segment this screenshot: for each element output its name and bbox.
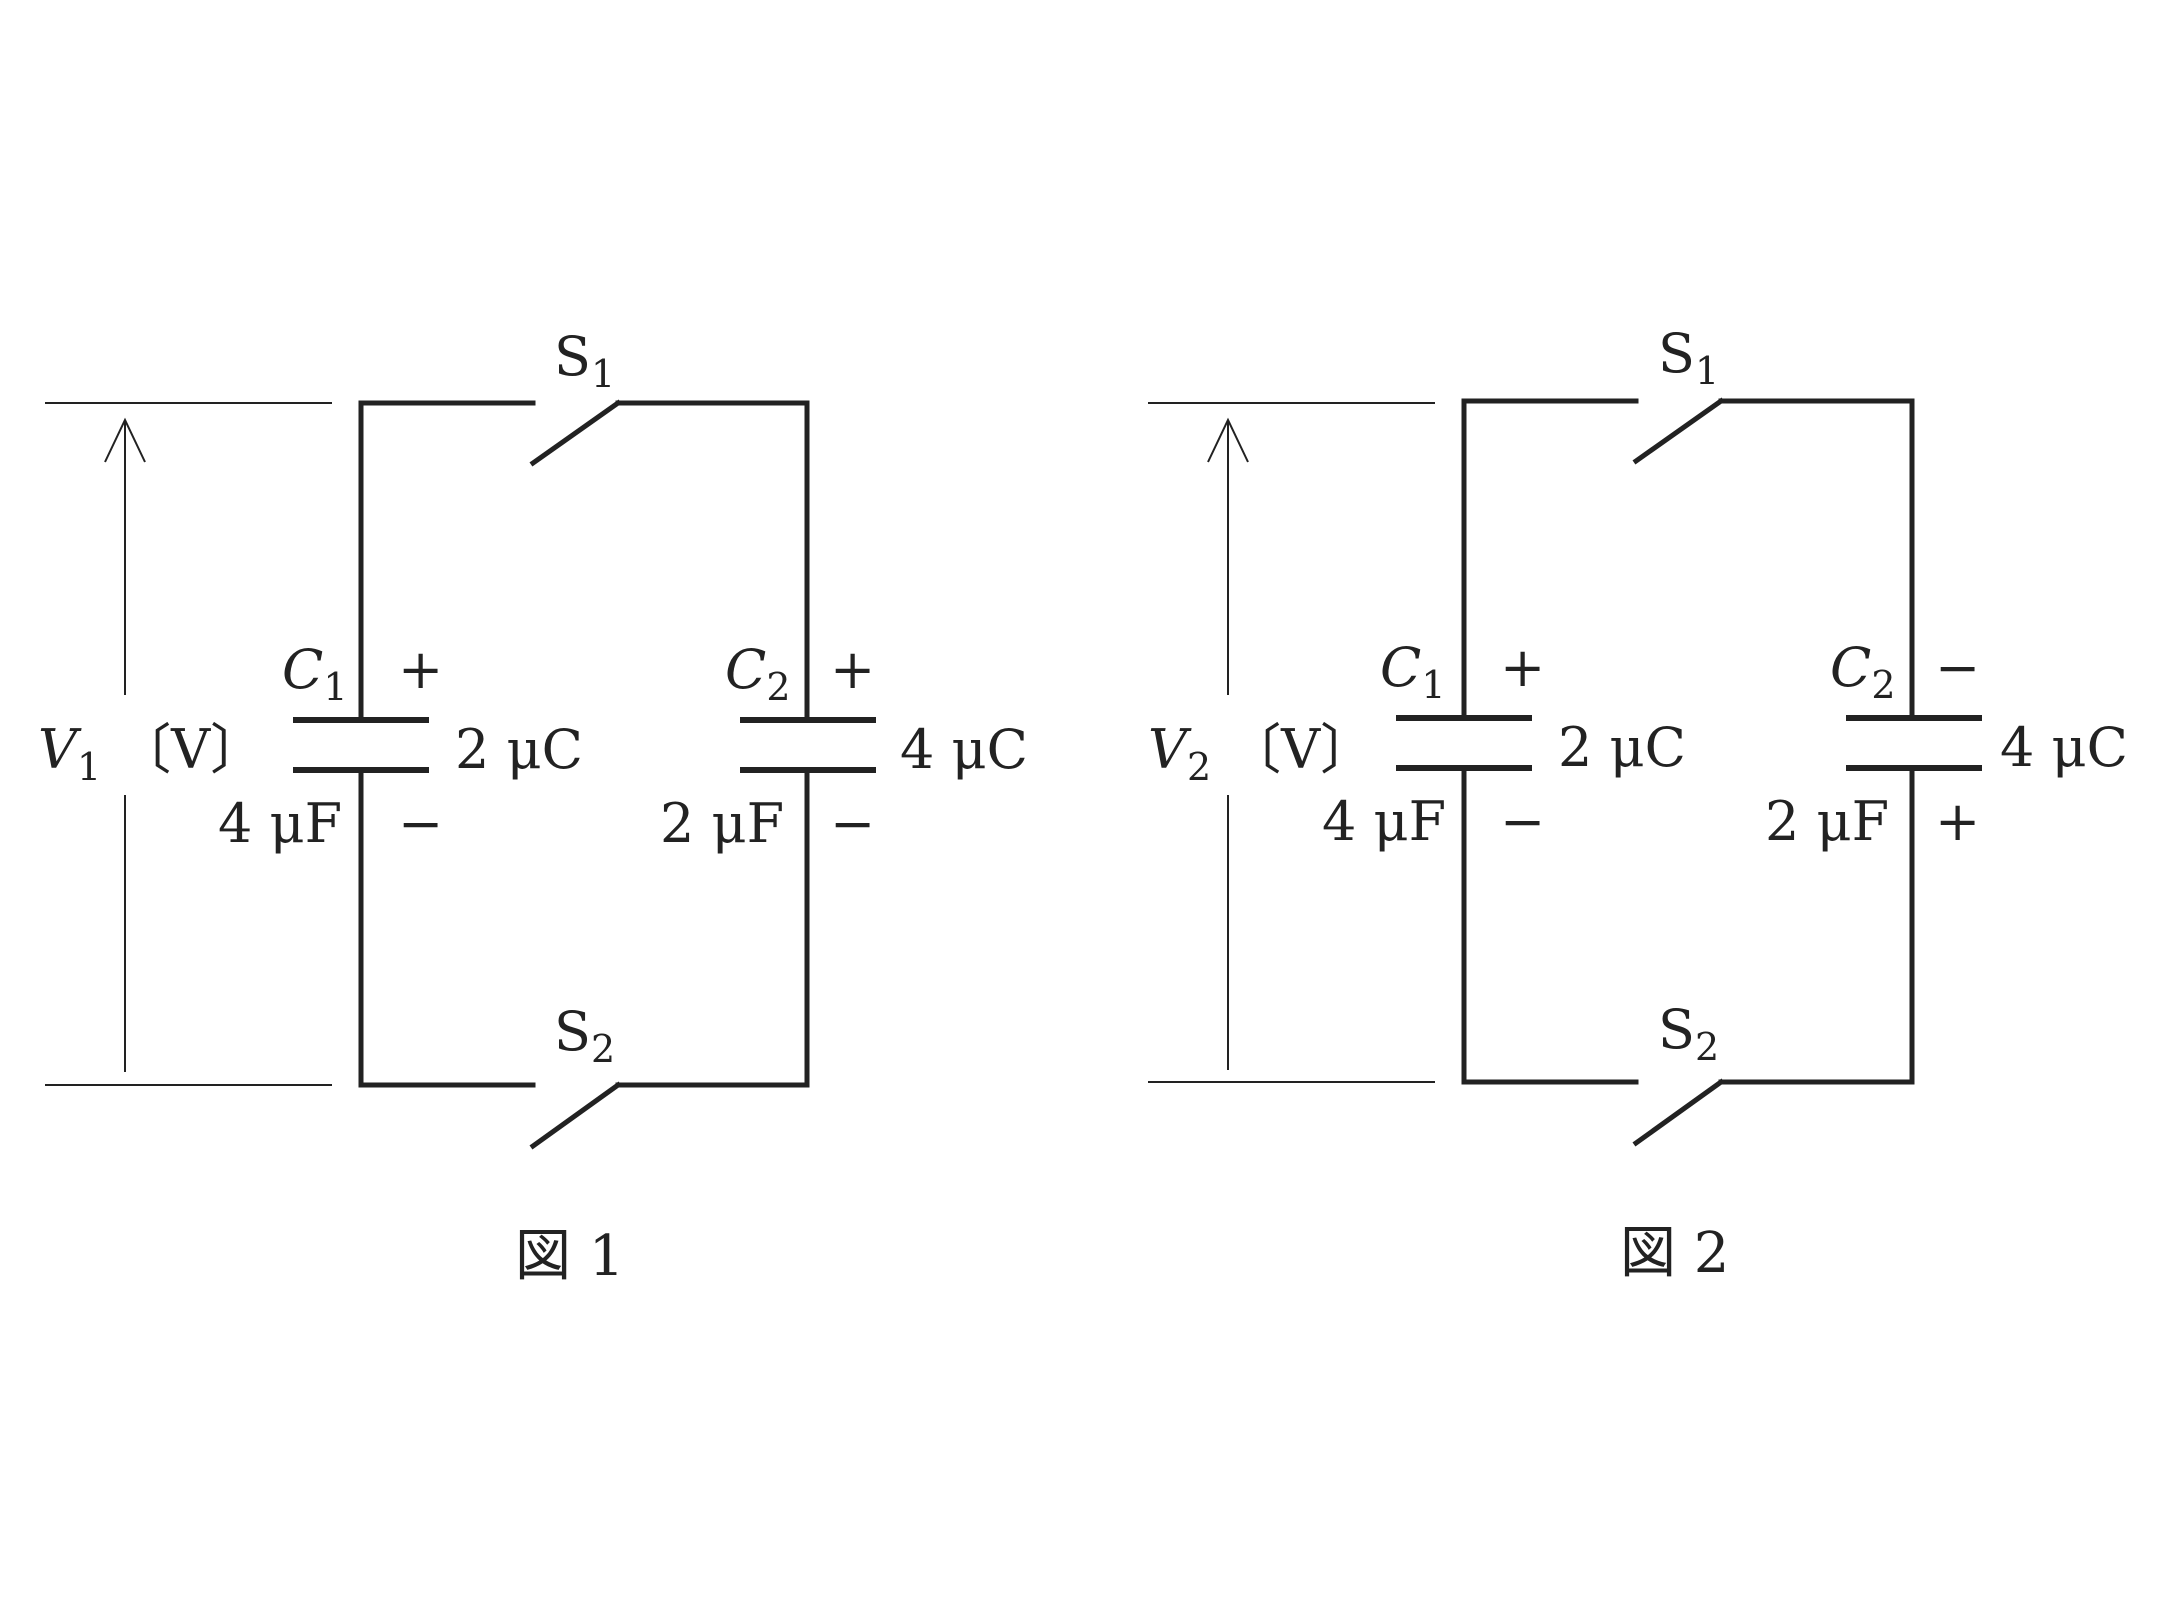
wire-bottom-right	[1718, 765, 1915, 1085]
c1-charge: 2 μC	[1558, 716, 1686, 779]
c2-capacitance: 2 μF	[660, 792, 784, 855]
switch-s1-blade	[1632, 397, 1725, 465]
switch-s2-label: S2	[1658, 998, 1719, 1069]
c1-label: C1	[1380, 636, 1446, 707]
switch-s2-label: S2	[554, 1000, 615, 1071]
c2-charge: 4 μC	[900, 718, 1028, 781]
wire-left-lower	[1461, 765, 1639, 1085]
wire-left-upper	[358, 400, 536, 723]
wire-left-lower	[358, 767, 536, 1088]
wire-left-upper	[1461, 398, 1639, 721]
switch-s2-blade	[529, 1081, 622, 1150]
c1-top-sign: +	[398, 638, 443, 701]
c1-capacitance: 4 μF	[1322, 790, 1446, 853]
figure-1-caption: 図 1	[515, 1224, 624, 1289]
c2-top-sign: −	[1935, 636, 1980, 699]
c2-label: C2	[1830, 636, 1896, 707]
c2-bottom-sign: +	[1935, 790, 1980, 853]
switch-s1-label: S1	[554, 325, 615, 396]
wire-bottom-right	[615, 767, 810, 1088]
voltage-label: V1〔V〕	[38, 718, 264, 789]
c1-bottom-sign: −	[398, 792, 443, 855]
voltage-arrowhead	[104, 417, 146, 463]
c1-capacitance: 4 μF	[218, 792, 342, 855]
voltage-label: V2〔V〕	[1148, 718, 1374, 789]
c1-label: C1	[282, 638, 348, 709]
switch-s2-blade	[1632, 1078, 1725, 1147]
c2-top-sign: +	[830, 638, 875, 701]
figure-2: V2〔V〕 C1 + − 2 μC 4 μF S1 S2 C2 − + 4 μC…	[1148, 322, 2128, 1286]
c2-bottom-sign: −	[830, 792, 875, 855]
figure-1: V1〔V〕 C1 + − 2 μC 4 μF S1 S2 C2 + − 4 μC…	[38, 325, 1028, 1289]
switch-s1-blade	[529, 399, 622, 467]
voltage-arrowhead	[1207, 417, 1249, 463]
figure-2-caption: 図 2	[1620, 1221, 1729, 1286]
c2-charge: 4 μC	[2000, 716, 2128, 779]
c1-charge: 2 μC	[455, 718, 583, 781]
c1-top-sign: +	[1500, 636, 1545, 699]
wire-top-right	[615, 400, 810, 723]
wire-top-right	[1718, 398, 1915, 721]
c2-capacitance: 2 μF	[1765, 790, 1889, 853]
c2-label: C2	[725, 638, 791, 709]
switch-s1-label: S1	[1658, 322, 1719, 393]
c1-bottom-sign: −	[1500, 790, 1545, 853]
